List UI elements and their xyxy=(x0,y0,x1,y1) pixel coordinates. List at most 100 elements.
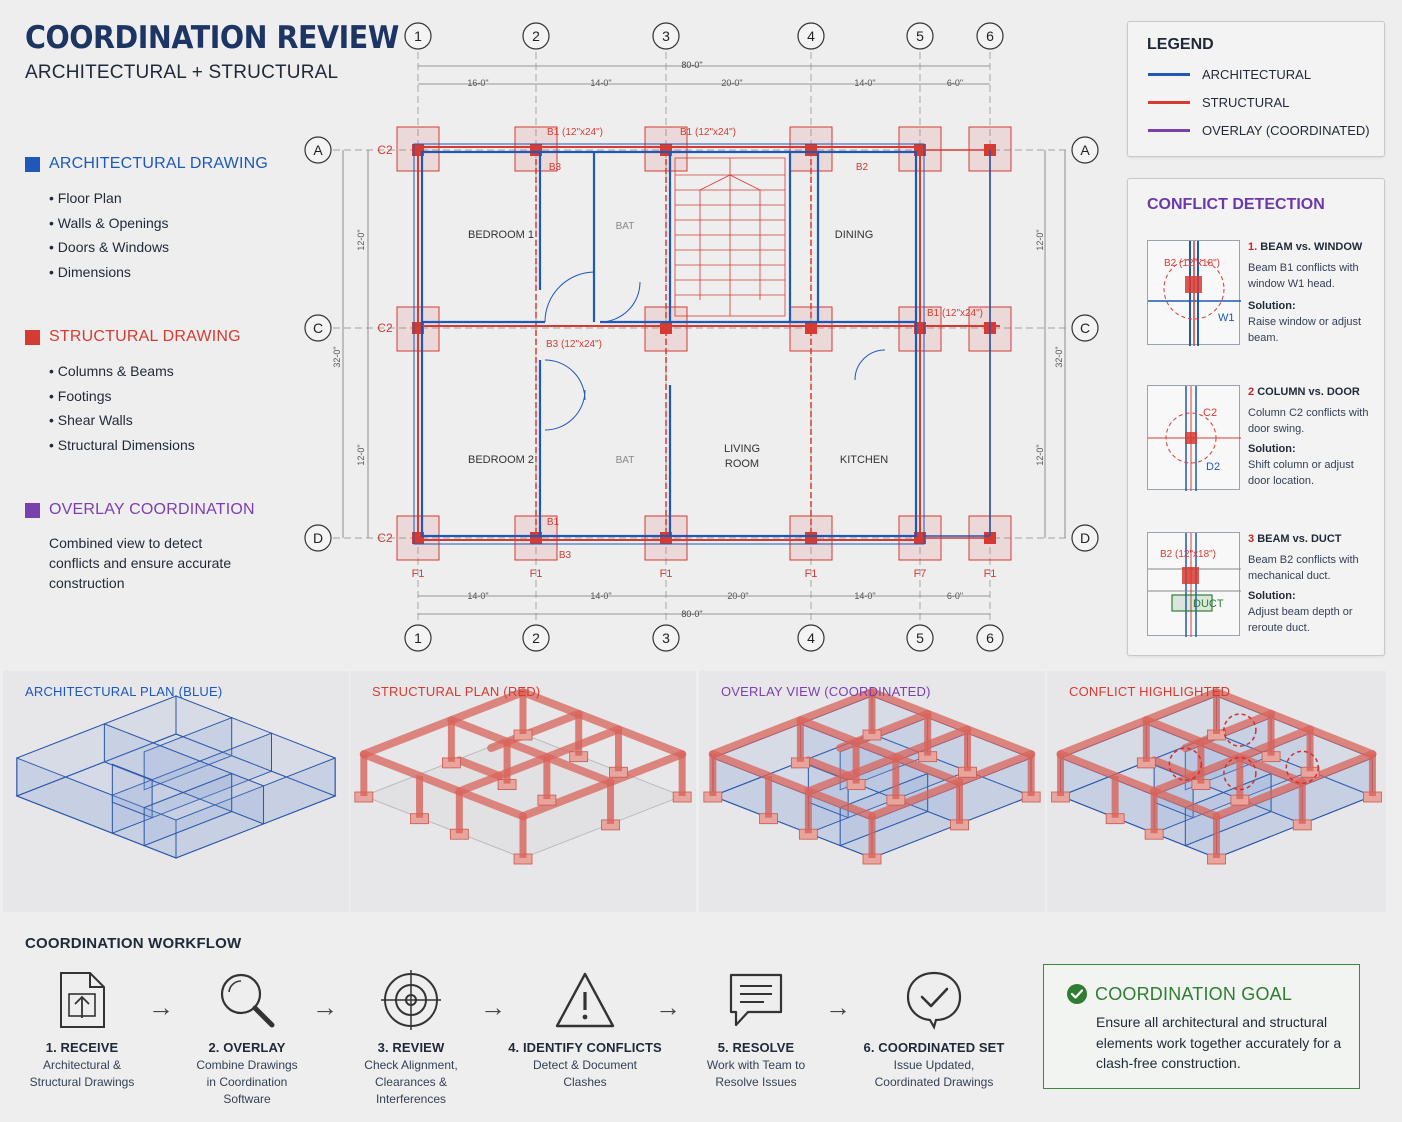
list-item: Columns & Beams xyxy=(49,363,241,388)
dimension-label: 16-0" xyxy=(467,78,488,88)
solution-label: Solution: xyxy=(1248,443,1296,455)
solution-label: Solution: xyxy=(1248,300,1296,312)
conflict-detection-panel: CONFLICT DETECTION B2 (12"x18") W1 1. BE… xyxy=(1127,178,1385,656)
conflict-1-thumbnail[interactable]: B2 (12"x18") W1 xyxy=(1147,240,1241,346)
grid-bubble-top xyxy=(906,22,934,50)
conflict-thumb-label: B2 (12"x18") xyxy=(1164,258,1220,269)
conflict-thumb-tag: DUCT xyxy=(1193,598,1224,610)
beam-label: B3 (12"x24") xyxy=(546,339,602,350)
architectural-3d-view[interactable]: ARCHITECTURAL PLAN (BLUE) xyxy=(3,671,349,912)
list-item: Footings xyxy=(49,388,241,413)
workflow-title: COORDINATION WORKFLOW xyxy=(25,935,242,952)
grid-bubble-top xyxy=(522,22,550,50)
dimension-label: 14-0" xyxy=(854,591,875,601)
beam xyxy=(1212,750,1377,821)
beam-label: B1 xyxy=(547,517,560,528)
view-label: OVERLAY VIEW (COORDINATED) xyxy=(721,684,931,699)
conflict-title: COLUMN vs. DOOR xyxy=(1257,386,1360,398)
beam xyxy=(359,688,527,759)
legend-title: LEGEND xyxy=(1147,36,1214,53)
conflict-description: Beam B2 conflicts with mechanical duct. xyxy=(1248,554,1359,582)
workflow-step-receive[interactable]: 1. RECEIVE Architectural & Structural Dr… xyxy=(0,970,167,1091)
step-description: Check Alignment, Clearances & Interferen… xyxy=(364,1058,458,1106)
grid-bubble-top-label: 2 xyxy=(532,28,540,44)
workflow-step-overlay[interactable]: 2. OVERLAY Combine Drawings in Coordinat… xyxy=(162,970,332,1108)
grid-bubble-left-label: A xyxy=(313,142,323,158)
structural-3d-view[interactable]: STRUCTURAL PLAN (RED) xyxy=(350,671,696,912)
step-title: 5. RESOLVE xyxy=(717,1040,795,1055)
dimension-label: 14-0" xyxy=(590,78,611,88)
beam xyxy=(1056,750,1221,821)
grid-bubble-right xyxy=(1071,314,1099,342)
step-title: 4. IDENTIFY CONFLICTS xyxy=(508,1040,662,1055)
wall-segment xyxy=(111,763,153,819)
conflict-3-sketch: B2 (12"x18") DUCT xyxy=(1148,533,1241,637)
grid-bubble-top xyxy=(404,22,432,50)
grid-bubble-bottom-label: 3 xyxy=(662,630,670,646)
document-icon xyxy=(60,972,105,1028)
step-title: 2. OVERLAY xyxy=(208,1040,286,1055)
conflict-number: 3 xyxy=(1248,533,1255,545)
grid-bubble-right-label: D xyxy=(1080,530,1090,546)
grid-bubble-top xyxy=(976,22,1004,50)
legend-label: OVERLAY (COORDINATED) xyxy=(1202,123,1370,138)
overlay-section-title: OVERLAY COORDINATION xyxy=(49,501,255,518)
arrow-right-icon: → xyxy=(825,992,851,1022)
grid-bubble-top-label: 3 xyxy=(662,28,670,44)
legend-line-red xyxy=(1148,101,1190,104)
conflict-description: Beam B1 conflicts with window W1 head. xyxy=(1248,262,1359,290)
conflict-3-text: 3 BEAM vs. DUCT Beam B2 conflicts with m… xyxy=(1248,531,1378,636)
conflict-2-sketch: C2 D2 xyxy=(1148,386,1241,491)
overlay-3d-view[interactable]: OVERLAY VIEW (COORDINATED) xyxy=(699,671,1045,912)
beam-label: B3 xyxy=(549,162,562,173)
footing-tag: F1 xyxy=(412,568,425,580)
room-label-dining: DINING xyxy=(835,229,874,241)
grid-bubble-top-label: 6 xyxy=(986,28,994,44)
conflict-3d-view[interactable]: CONFLICT HIGHLIGHTED xyxy=(1047,671,1386,912)
check-circle-icon xyxy=(1067,984,1087,1004)
staircase xyxy=(674,157,786,317)
structural-section: STRUCTURAL DRAWING Columns & Beams Footi… xyxy=(25,328,241,461)
workflow-step-review[interactable]: 3. REVIEW Check Alignment, Clearances & … xyxy=(326,970,496,1108)
dimension-label: 14-0" xyxy=(854,78,875,88)
grid-bubble-left-label: C xyxy=(313,320,323,336)
step-description: Work with Team to Resolve Issues xyxy=(706,1058,806,1089)
conflict-marker xyxy=(1285,750,1320,785)
beam xyxy=(868,750,1036,821)
column-tag: C2 xyxy=(377,143,393,157)
grid-bubble-bottom xyxy=(404,624,432,652)
conflict-model-sketch xyxy=(1051,688,1382,865)
workflow-step-resolve[interactable]: 5. RESOLVE Work with Team to Resolve Iss… xyxy=(671,970,841,1091)
beam-label: B3 xyxy=(559,550,572,561)
room-label-bedroom-2: BEDROOM 2 xyxy=(468,454,534,466)
grid-bubble-bottom xyxy=(976,624,1004,652)
grid-bubble-left xyxy=(304,524,332,552)
conflict-3-thumbnail[interactable]: B2 (12"x18") DUCT xyxy=(1147,532,1241,637)
footing-boxes xyxy=(396,126,1012,561)
step-description: Detect & Document Clashes xyxy=(532,1058,638,1089)
list-item: Floor Plan xyxy=(49,190,268,215)
beam xyxy=(1056,688,1221,759)
grid-bubble-bottom-label: 1 xyxy=(414,630,422,646)
door-swings xyxy=(544,271,886,431)
dimension-label: 20-0" xyxy=(727,591,748,601)
beam xyxy=(1150,725,1315,796)
grid-bubble-top-label: 1 xyxy=(414,28,422,44)
architectural-section: ARCHITECTURAL DRAWING Floor Plan Walls &… xyxy=(25,155,268,288)
workflow-step-identify[interactable]: 4. IDENTIFY CONFLICTS Detect & Document … xyxy=(500,970,670,1091)
conflict-marker xyxy=(1223,756,1257,791)
architectural-square-icon xyxy=(25,156,40,172)
check-badge-icon xyxy=(906,971,962,1030)
workflow-step-coordinated[interactable]: 6. COORDINATED SET Issue Updated, Coordi… xyxy=(849,970,1019,1091)
list-item: Walls & Openings xyxy=(49,215,268,240)
dimension-label: 12-0" xyxy=(356,444,366,465)
legend-panel: LEGEND ARCHITECTURAL STRUCTURAL OVERLAY … xyxy=(1127,21,1385,157)
conflict-2-thumbnail[interactable]: C2 D2 xyxy=(1147,385,1241,491)
architectural-model-sketch xyxy=(15,695,337,859)
step-description: Combine Drawings in Coordination Softwar… xyxy=(196,1058,298,1106)
legend-item-overlay: OVERLAY (COORDINATED) xyxy=(1148,123,1370,138)
legend-line-blue xyxy=(1148,73,1190,76)
arrow-right-icon: → xyxy=(480,992,506,1022)
beam-label: B2 xyxy=(856,162,869,173)
